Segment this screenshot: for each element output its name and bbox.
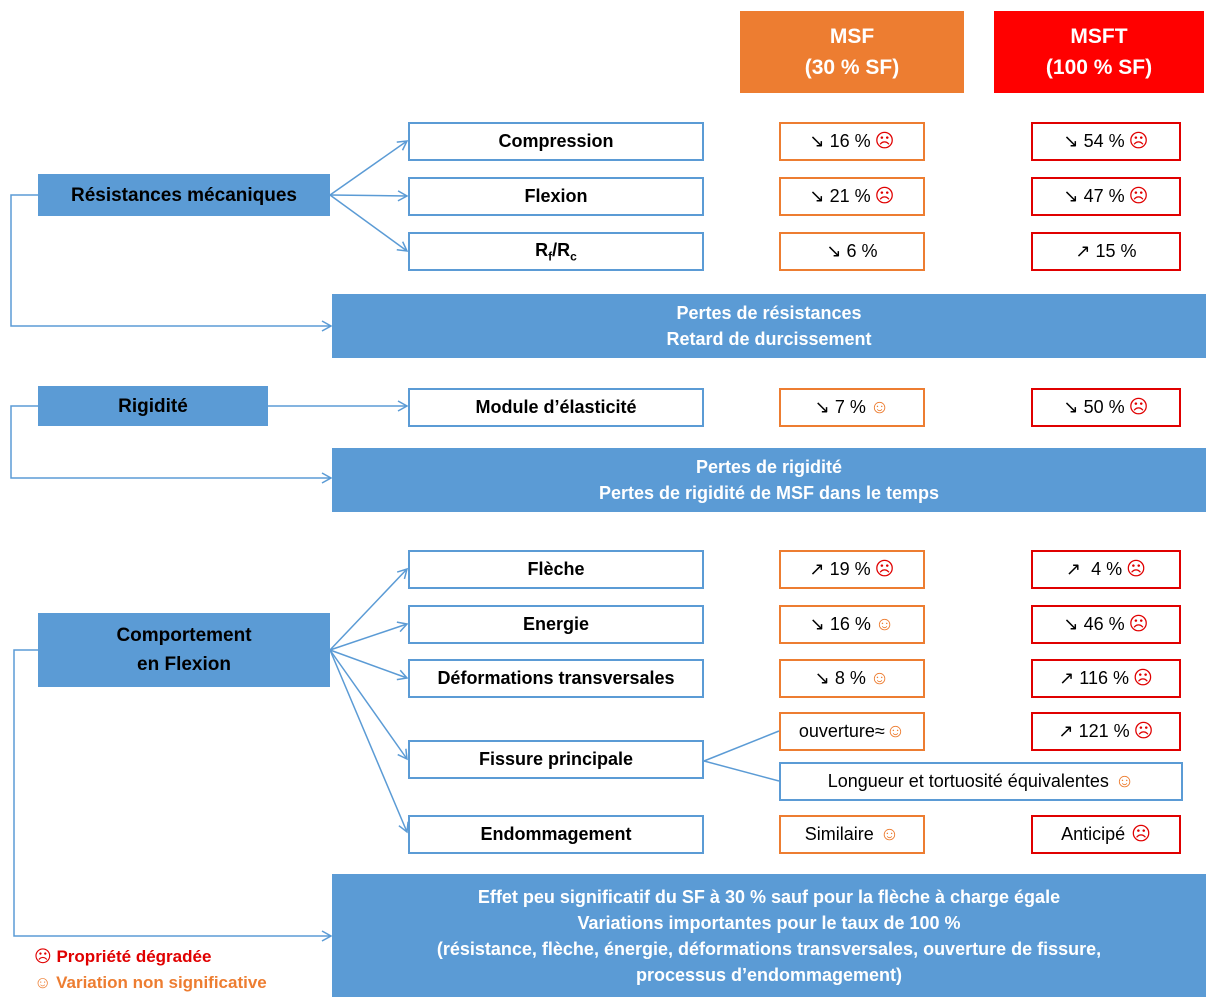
property-module: Module d’élasticité (408, 388, 704, 427)
category-flexion-line1: Comportement (116, 625, 252, 646)
msft-energie-value: ↘ 46 %☹ (1031, 605, 1181, 644)
property-flexion-label: Flexion (524, 186, 588, 206)
msft-fleche-value: ↗ 4 %☹ (1031, 550, 1181, 589)
msft-compression-value: ↘ 54 %☹ (1031, 122, 1181, 161)
category-rigidite: Rigidité (38, 386, 268, 426)
msf-fleche-value: ↗ 19 %☹ (779, 550, 925, 589)
property-fleche: Flèche (408, 550, 704, 589)
banner-flexion-line4: processus d’endommagement) (635, 964, 903, 985)
msf-header: MSF (30 % SF) (740, 11, 964, 93)
banner-rigidite-line1: Pertes de rigidité (695, 457, 843, 477)
msf-rfrc-value: ↘ 6 % (779, 232, 925, 271)
legend-degraded-label: Propriété dégradée (56, 947, 212, 966)
neutral-face-icon: ☺ (1114, 770, 1135, 792)
sad-face-icon: ☹ (34, 947, 52, 966)
sad-face-icon: ☹ (1128, 186, 1149, 207)
banner-resistances-line2: Retard de durcissement (666, 329, 872, 349)
property-deformations-label: Déformations transversales (437, 668, 675, 688)
property-fleche-label: Flèche (527, 559, 585, 579)
legend-nonsignificant-label: Variation non significative (56, 973, 267, 992)
property-fissure-label: Fissure principale (478, 749, 634, 769)
msft-endommagement-value: Anticipé☹ (1031, 815, 1181, 854)
neutral-face-icon: ☺ (879, 823, 900, 845)
msft-ouverture-value: ↗ 121 %☹ (1031, 712, 1181, 751)
property-compression-label: Compression (498, 131, 614, 151)
sad-face-icon: ☹ (1128, 131, 1149, 152)
sad-face-icon: ☹ (1126, 559, 1146, 580)
msft-header: MSFT (100 % SF) (994, 11, 1204, 93)
banner-flexion: Effet peu significatif du SF à 30 % sauf… (332, 874, 1206, 997)
banner-resistances-line1: Pertes de résistances (676, 303, 862, 323)
legend-nonsignificant: ☺ Variation non significative (34, 973, 267, 993)
msf-deformations-value: ↘ 8 %☺ (779, 659, 925, 698)
property-endommagement-label: Endommagement (480, 824, 632, 844)
banner-rigidite: Pertes de rigidité Pertes de rigidité de… (332, 448, 1206, 512)
banner-rigidite-line2: Pertes de rigidité de MSF dans le temps (598, 483, 940, 503)
sad-face-icon: ☹ (874, 186, 895, 207)
sad-face-icon: ☹ (1133, 721, 1154, 742)
property-energie: Energie (408, 605, 704, 644)
property-rf-rc: Rf/Rc (408, 232, 704, 271)
sad-face-icon: ☹ (874, 131, 895, 152)
property-module-label: Module d’élasticité (475, 397, 637, 417)
neutral-face-icon: ☺ (885, 720, 906, 742)
msf-subtitle: (30 % SF) (804, 56, 900, 79)
neutral-face-icon: ☺ (869, 396, 890, 418)
banner-flexion-line2: Variations importantes pour le taux de 1… (577, 912, 961, 933)
banner-flexion-line1: Effet peu significatif du SF à 30 % sauf… (477, 886, 1061, 907)
banner-resistances: Pertes de résistances Retard de durcisse… (332, 294, 1206, 358)
sad-face-icon: ☹ (874, 559, 895, 580)
msf-compression-value: ↘ 16 %☹ (779, 122, 925, 161)
sad-face-icon: ☹ (1128, 397, 1149, 418)
legend-degraded: ☹ Propriété dégradée (34, 947, 211, 967)
msft-flexion-value: ↘ 47 %☹ (1031, 177, 1181, 216)
longueur-tortuosite-value: Longueur et tortuosité équivalentes☺ (779, 762, 1183, 801)
property-rf-rc-label: Rf/Rc (535, 239, 577, 264)
category-flexion-line2: en Flexion (137, 654, 231, 675)
msf-endommagement-value: Similaire☺ (779, 815, 925, 854)
property-flexion: Flexion (408, 177, 704, 216)
msft-rfrc-value: ↗ 15 % (1031, 232, 1181, 271)
category-rigidite-label: Rigidité (118, 395, 188, 417)
neutral-face-icon: ☺ (34, 973, 52, 992)
category-resistances-label: Résistances mécaniques (70, 184, 297, 206)
msf-energie-value: ↘ 16 %☺ (779, 605, 925, 644)
banner-flexion-line3: (résistance, flèche, énergie, déformatio… (436, 938, 1102, 959)
msf-title: MSF (829, 25, 875, 48)
category-flexion: Comportement en Flexion (38, 613, 330, 687)
property-compression: Compression (408, 122, 704, 161)
msf-ouverture-value: ouverture≈☺ (779, 712, 925, 751)
property-endommagement: Endommagement (408, 815, 704, 854)
property-energie-label: Energie (522, 614, 590, 634)
msft-title: MSFT (1070, 25, 1128, 48)
msf-flexion-value: ↘ 21 %☹ (779, 177, 925, 216)
sad-face-icon: ☹ (1131, 824, 1151, 845)
property-fissure: Fissure principale (408, 740, 704, 779)
msf-module-value: ↘ 7 %☺ (779, 388, 925, 427)
sad-face-icon: ☹ (1132, 668, 1153, 689)
category-resistances: Résistances mécaniques (38, 174, 330, 216)
sad-face-icon: ☹ (1128, 614, 1149, 635)
msft-subtitle: (100 % SF) (1045, 56, 1153, 79)
neutral-face-icon: ☺ (869, 667, 890, 689)
msft-deformations-value: ↗ 116 %☹ (1031, 659, 1181, 698)
neutral-face-icon: ☺ (874, 613, 895, 635)
property-deformations: Déformations transversales (408, 659, 704, 698)
msft-module-value: ↘ 50 %☹ (1031, 388, 1181, 427)
